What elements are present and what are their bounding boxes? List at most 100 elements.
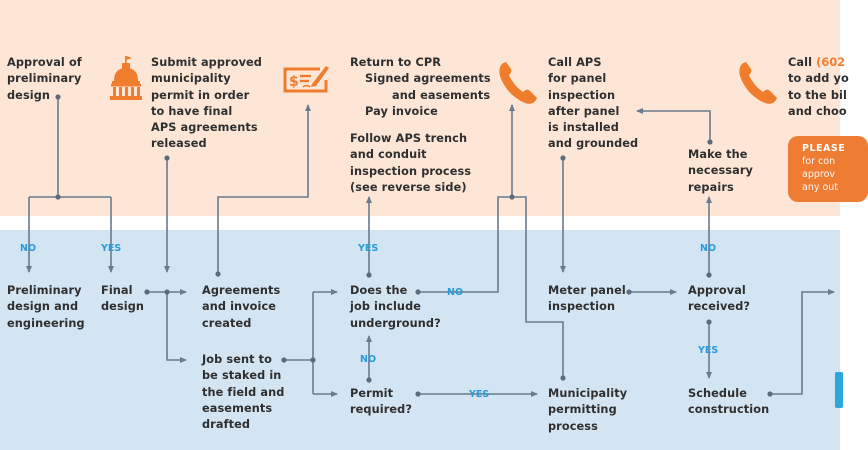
text-line: construction — [688, 403, 770, 417]
label-yes-final: YES — [101, 243, 122, 254]
step-final-design: Final design — [101, 283, 144, 316]
text-line: the field and — [202, 385, 285, 399]
decision-job-include-underground: Does the job include underground? — [350, 283, 441, 332]
text-line: Meter panel — [548, 284, 626, 297]
step-make-repairs: Make the necessary repairs — [688, 147, 753, 196]
text-line: necessary — [688, 164, 753, 178]
step-preliminary-design-engineering: Preliminary design and engineering — [7, 283, 85, 332]
text-line: easements — [202, 401, 273, 415]
text-line: and grounded — [548, 137, 639, 151]
return-cpr-item: and easements — [392, 88, 491, 102]
text-line: permit in order — [151, 88, 250, 102]
please-heading: PLEASE — [802, 143, 846, 154]
text-line: to the bil — [788, 88, 847, 102]
band-divider — [0, 216, 840, 230]
text-line: to have final — [151, 104, 233, 118]
label-no-underground: NO — [447, 287, 464, 298]
text-line: inspection — [548, 88, 616, 102]
return-cpr-item: Pay invoice — [365, 104, 438, 118]
text-line: for panel — [548, 72, 607, 86]
call-billing-first-line: Call (602 — [788, 55, 849, 71]
step-return-to-cpr: Return to CPR Signed agreements and ease… — [350, 55, 491, 120]
text-line: after panel — [548, 104, 620, 118]
text-line: engineering — [7, 316, 85, 330]
text-line: repairs — [688, 180, 734, 194]
text-line: Submit approved — [151, 56, 262, 69]
text-line: received? — [688, 300, 751, 314]
text-line: Job sent to — [202, 353, 273, 366]
label-no-permit: NO — [360, 354, 377, 365]
step-call-aps-panel-inspection: Call APS for panel inspection after pane… — [548, 55, 638, 153]
return-cpr-title: Return to CPR — [350, 56, 442, 69]
text-line: design and — [7, 300, 79, 314]
step-meter-panel-inspection: Meter panel inspection — [548, 283, 626, 316]
text-line: required? — [350, 403, 413, 417]
step-agreements-invoice-created: Agreements and invoice created — [202, 283, 280, 332]
phone-number-link[interactable]: (602 — [816, 56, 846, 69]
text-line: for con — [802, 156, 836, 167]
text-line: (see reverse side) — [350, 180, 467, 194]
capitol-building-icon — [110, 56, 142, 100]
connector-schedule-out — [770, 289, 835, 395]
text-line: inspection — [548, 300, 616, 314]
pre-construction-band — [0, 0, 840, 216]
text-line: APS agreements — [151, 121, 258, 135]
text-line: Approval of — [7, 56, 82, 69]
please-notice-box: PLEASE for con approv any out — [788, 136, 868, 202]
text-line: created — [202, 316, 252, 330]
text-line: job include — [350, 300, 422, 314]
check-payment-icon: $ — [283, 66, 329, 93]
process-band — [0, 230, 840, 450]
text-line: be staked in — [202, 369, 282, 383]
text-line: Follow APS trench — [350, 132, 468, 145]
text-line: Final — [101, 284, 133, 297]
text-line: municipality — [151, 72, 231, 86]
step-schedule-construction: Schedule construction — [688, 386, 769, 419]
connector-repairs-back — [636, 108, 711, 142]
text-line: approv — [802, 169, 836, 180]
step-approval-preliminary-design: Approval of preliminary design — [7, 55, 82, 104]
text-line: design — [7, 88, 51, 102]
svg-text:$: $ — [289, 74, 299, 90]
text-line: and conduit — [350, 148, 427, 162]
text-line: preliminary — [7, 72, 82, 86]
text-line: design — [101, 300, 145, 314]
label-no-approval: NO — [700, 243, 717, 254]
text-line: to add yo — [788, 72, 849, 86]
text-line: inspection process — [350, 164, 472, 178]
text-line: Agreements — [202, 284, 281, 297]
text-line: Call APS — [548, 56, 602, 69]
text-line: released — [151, 137, 207, 151]
label-yes-underground: YES — [358, 243, 379, 254]
text-line: Preliminary — [7, 284, 82, 297]
text-line: and invoice — [202, 300, 277, 314]
text-line: process — [548, 419, 598, 433]
label-yes-approval: YES — [698, 345, 719, 356]
text-line: is installed — [548, 121, 619, 135]
step-call-billing: Call (602 to add yo to the bil and choo — [788, 55, 849, 120]
text-line: and choo — [788, 104, 847, 118]
phone-icon-billing — [739, 62, 777, 104]
connector-to-prelim — [29, 196, 111, 272]
decision-approval-received: Approval received? — [688, 283, 750, 316]
label-no-preliminary: NO — [20, 243, 37, 254]
step-follow-trench-inspection: Follow APS trench and conduit inspection… — [350, 131, 471, 196]
text-line: Permit — [350, 387, 394, 400]
label-yes-permit: YES — [469, 389, 490, 400]
step-job-staked: Job sent to be staked in the field and e… — [202, 352, 284, 433]
text-line: Schedule — [688, 387, 747, 400]
step-submit-municipality-permit: Submit approved municipality permit in o… — [151, 55, 262, 153]
text-line: drafted — [202, 418, 251, 432]
text-line: any out — [802, 182, 839, 193]
next-step-box-edge — [835, 372, 843, 408]
flow-connectors — [0, 94, 835, 397]
connector-underground-no — [418, 196, 564, 378]
call-prefix: Call — [788, 56, 817, 69]
text-line: Municipality — [548, 387, 628, 400]
step-municipality-permitting: Municipality permitting process — [548, 386, 627, 435]
text-line: Approval — [688, 284, 746, 297]
connector-final-to-job — [166, 292, 187, 363]
text-line: permitting — [548, 403, 617, 417]
text-line: Make the — [688, 148, 748, 161]
connector-agreements-up — [217, 104, 311, 274]
